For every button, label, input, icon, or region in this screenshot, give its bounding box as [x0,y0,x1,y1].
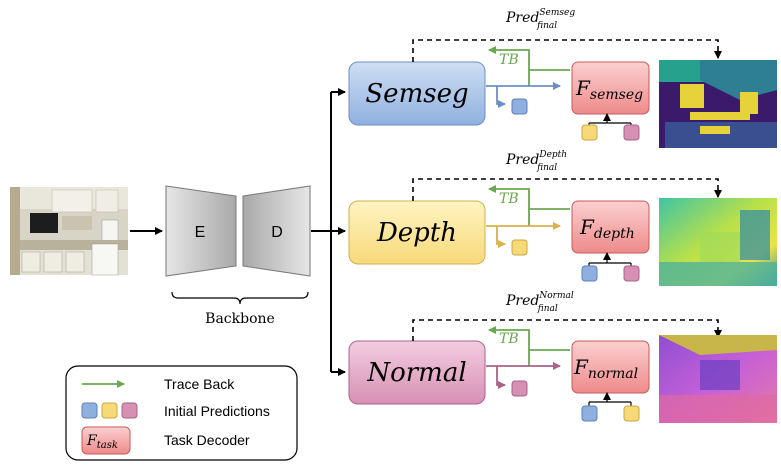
depth-task-block [348,200,486,265]
legend-blue-square [81,402,98,419]
encoder-label: E [195,224,206,241]
semseg-to-pred-arrow [496,86,506,108]
depth-task-label: Depth [376,218,457,248]
input-image [10,187,128,276]
depth-output-image [659,198,777,286]
depth-decoder-label: Fdepth [579,215,635,242]
normal-output-image [659,335,777,423]
normal-depth-pred-input [623,405,640,422]
depth-to-pred-arrow [496,226,506,248]
legend-decoder-symbol: Ftask [86,433,118,451]
legend-pink-square [121,402,138,419]
semseg-final-pred-arrow [412,39,722,62]
normal-to-pred-arrow [496,366,506,389]
legend-task-decoder-label: Task Decoder [164,432,250,448]
decoder-label: D [271,224,283,241]
semseg-normal-pred-input [623,124,640,141]
backbone-brace [171,291,309,305]
legend: Trace Back Initial Predictions Ftask Tas… [65,365,298,461]
normal-task-label: Normal [366,358,466,388]
legend-initial-predictions-label: Initial Predictions [164,403,270,419]
semseg-decoder-label: Fsemseg [575,76,643,103]
depth-semseg-pred-input [581,265,598,282]
encoder-block [165,185,237,277]
decoder-block [242,185,311,277]
normal-decoder-label: Fnormal [573,355,638,382]
semseg-tb-label: TB [499,52,519,68]
depth-initial-pred [511,239,528,256]
normal-semseg-pred-input [581,405,598,422]
depth-normal-pred-input [623,265,640,282]
semseg-trace-back-arrow [488,46,530,86]
semseg-task-label: Semseg [365,79,468,109]
normal-trace-back-arrow [488,326,530,366]
legend-decoder-block [81,426,131,455]
depth-tb-label: TB [499,191,519,207]
backbone-caption: Backbone [205,311,275,327]
depth-final-pred-arrow [412,178,722,201]
semseg-initial-pred [511,98,528,115]
normal-initial-pred [511,380,528,397]
normal-final-pred-arrow [412,319,722,341]
normal-tb-label: TB [499,331,519,347]
normal-task-block [348,340,486,405]
semseg-output-image [659,60,777,148]
legend-trace-back-label: Trace Back [164,376,235,392]
semseg-depth-pred-input [581,124,598,141]
depth-trace-back-arrow [488,185,530,226]
legend-yellow-square [101,402,118,419]
semseg-task-block [348,61,486,126]
